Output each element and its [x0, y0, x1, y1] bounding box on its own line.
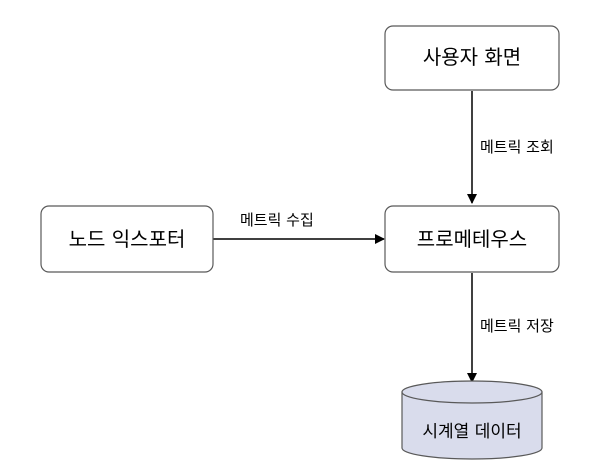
database-cylinder-top: [401, 380, 543, 404]
node-user-screen: 사용자 화면: [384, 25, 560, 91]
node-prometheus: 프로메테우스: [384, 205, 560, 273]
node-tsdb-label: 시계열 데이터: [422, 422, 521, 442]
node-tsdb: 시계열 데이터: [401, 380, 543, 460]
edge-store-label: 메트릭 저장: [480, 317, 554, 335]
node-prometheus-label: 프로메테우스: [417, 227, 527, 251]
node-node-exporter: 노드 익스포터: [40, 205, 214, 273]
node-user-screen-label: 사용자 화면: [423, 45, 521, 69]
edge-collect-label: 메트릭 수집: [240, 211, 314, 229]
database-cylinder-body: [401, 392, 543, 460]
edge-query-label: 메트릭 조회: [480, 138, 554, 156]
node-node-exporter-label: 노드 익스포터: [69, 227, 186, 251]
